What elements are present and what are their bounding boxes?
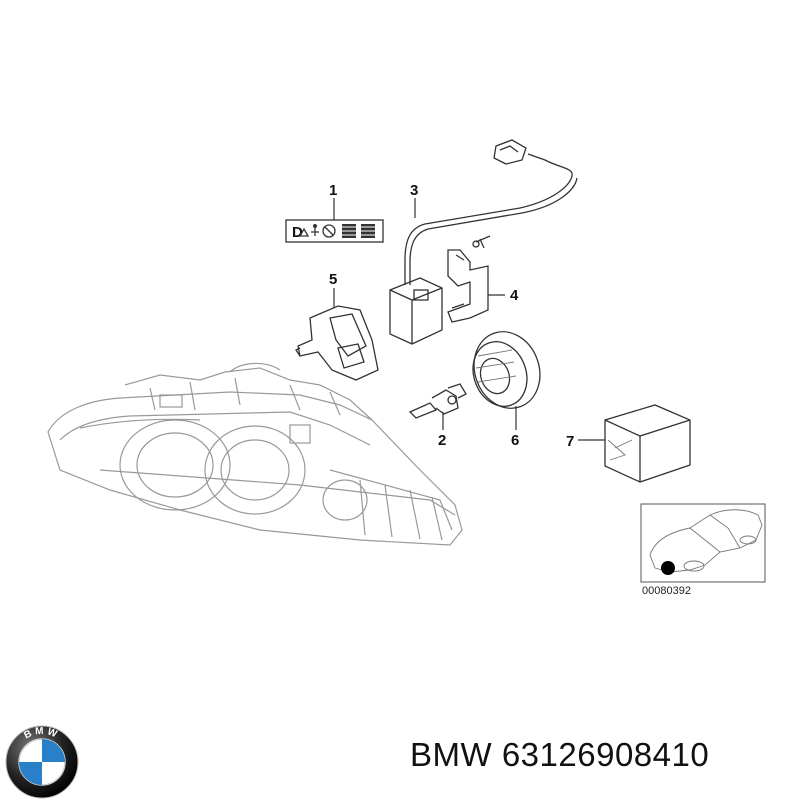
callout-6: 6 xyxy=(511,432,519,449)
part-4-bracket xyxy=(447,235,491,323)
callout-5: 5 xyxy=(329,271,337,288)
part-7-kit-box xyxy=(604,404,691,483)
part-number-caption: BMW 63126908410 xyxy=(410,736,709,774)
part-2-bulb xyxy=(408,383,467,419)
callout-3: 3 xyxy=(410,182,418,199)
inset-reference-code: 00080392 xyxy=(642,585,691,597)
brand-name: BMW xyxy=(410,736,493,773)
svg-text:BMW: BMW xyxy=(22,726,61,742)
svg-text:D: D xyxy=(292,224,303,241)
callout-7: 7 xyxy=(566,433,574,450)
location-inset: 00080392 xyxy=(640,503,766,597)
part-3-control-unit xyxy=(389,139,578,345)
part-1-warning-label: D xyxy=(285,219,384,243)
callout-1: 1 xyxy=(329,182,337,199)
location-marker xyxy=(661,561,675,575)
bmw-logo: BMW xyxy=(5,725,79,799)
callout-4: 4 xyxy=(510,287,519,304)
leader-lines xyxy=(333,198,605,441)
headlight-housing xyxy=(47,362,463,546)
callout-2: 2 xyxy=(438,432,446,449)
part-6-cover-cap xyxy=(472,331,541,409)
part-number: 63126908410 xyxy=(501,736,710,773)
part-5-holder xyxy=(295,305,379,381)
